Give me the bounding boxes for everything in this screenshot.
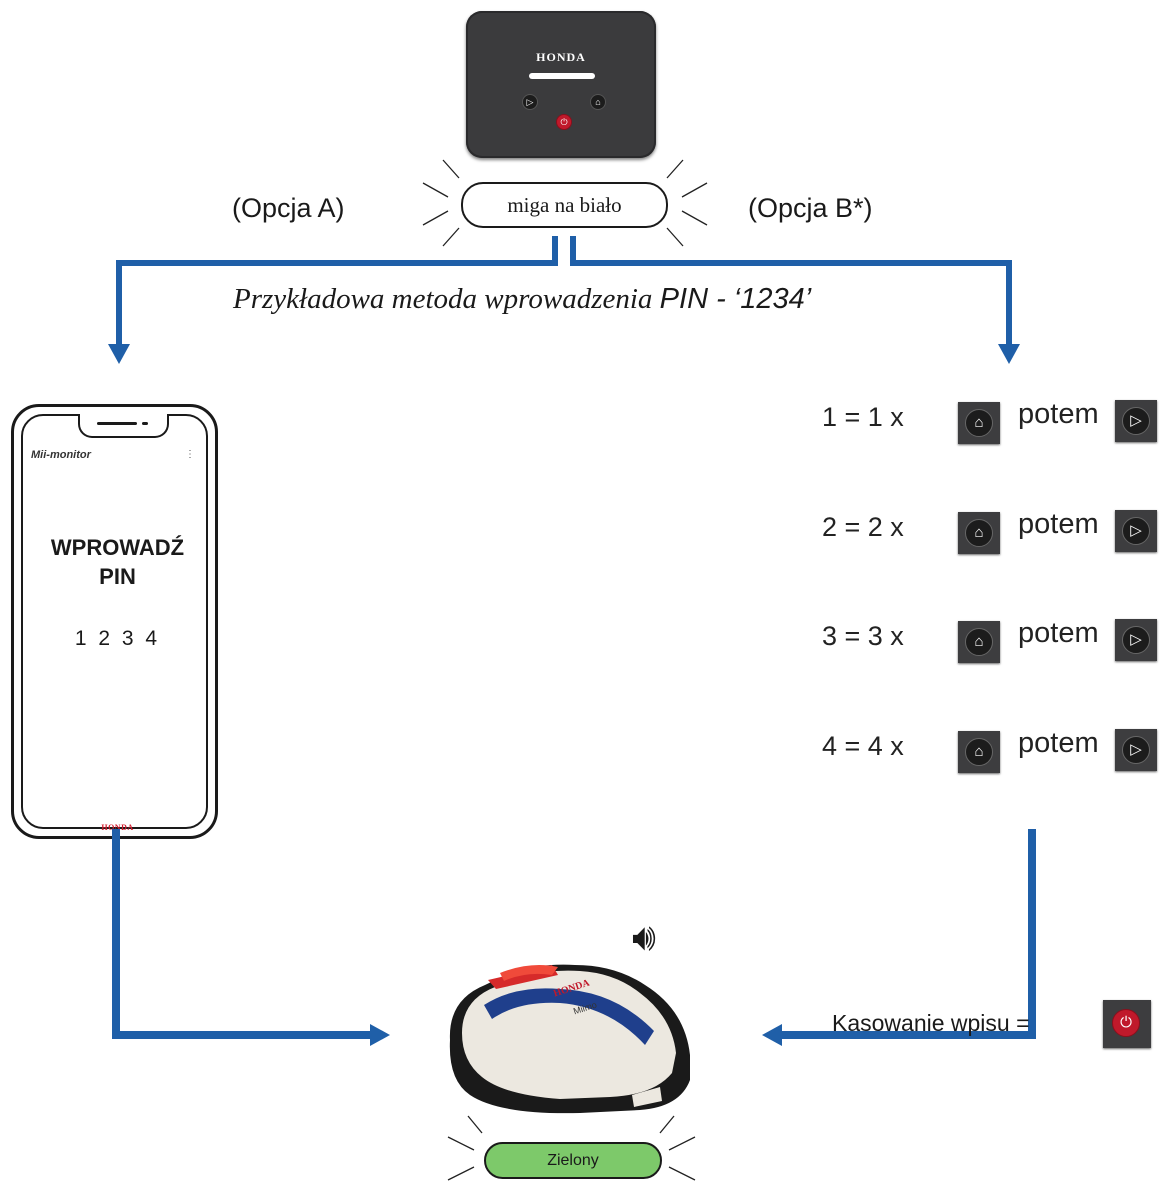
step-4-label: 4 = 4 x bbox=[822, 731, 904, 761]
enter-pin-heading: WPROWADŹ PIN bbox=[21, 533, 214, 591]
connector-right-down bbox=[1006, 260, 1012, 350]
home-icon: ⌂ bbox=[965, 738, 993, 766]
play-button[interactable]: ▷ bbox=[1115, 729, 1157, 771]
home-button[interactable]: ⌂ bbox=[958, 731, 1000, 773]
option-b-label: (Opcja B*) bbox=[748, 193, 873, 223]
phone-brand-logo: HONDA bbox=[101, 823, 134, 832]
home-icon[interactable]: ⌂ bbox=[590, 94, 606, 110]
phone-speaker bbox=[97, 422, 137, 425]
connector-right-horizontal bbox=[570, 260, 1012, 266]
panel-brand-logo: HONDA bbox=[536, 50, 586, 64]
connector-phone-down bbox=[112, 829, 120, 1039]
home-button[interactable]: ⌂ bbox=[958, 512, 1000, 554]
panel-status-light bbox=[529, 73, 595, 79]
connector-left-down bbox=[116, 260, 122, 350]
control-panel: HONDA ▷ ⌂ ⏻ bbox=[466, 11, 656, 158]
step-2-label: 2 = 2 x bbox=[822, 512, 904, 542]
play-button[interactable]: ▷ bbox=[1115, 400, 1157, 442]
method-pin: PIN - ‘1234’ bbox=[659, 283, 812, 315]
status-flashing-white: miga na biało bbox=[461, 182, 668, 228]
enter-pin-line1: WPROWADŹ bbox=[50, 535, 185, 560]
arrowhead-down-icon bbox=[108, 344, 130, 364]
play-button[interactable]: ▷ bbox=[1115, 510, 1157, 552]
pin-digits[interactable]: 1 2 3 4 bbox=[74, 627, 161, 650]
method-text: Przykładowa metoda wprowadzenia bbox=[233, 283, 653, 315]
reset-label: Kasowanie wpisu = bbox=[832, 1010, 1030, 1036]
step-1-then: potem bbox=[1018, 398, 1099, 430]
kebab-menu-icon[interactable]: ⋮ bbox=[185, 449, 195, 460]
power-icon: ⏻ bbox=[1112, 1009, 1140, 1037]
home-icon: ⌂ bbox=[965, 409, 993, 437]
robotic-mower bbox=[449, 964, 690, 1114]
connector-steps-left bbox=[778, 1031, 1036, 1039]
step-1-label: 1 = 1 x bbox=[822, 402, 904, 432]
play-icon: ▷ bbox=[1122, 407, 1150, 435]
connector-phone-right bbox=[112, 1031, 374, 1039]
connector-left bbox=[552, 236, 558, 266]
step-2-then: potem bbox=[1018, 508, 1099, 540]
method-caption: Przykładowa metoda wprowadzenia PIN - ‘1… bbox=[233, 283, 953, 316]
app-name: Mii-monitor bbox=[31, 449, 91, 461]
home-icon: ⌂ bbox=[965, 628, 993, 656]
play-icon: ▷ bbox=[1122, 736, 1150, 764]
play-button[interactable]: ▷ bbox=[1115, 619, 1157, 661]
home-button[interactable]: ⌂ bbox=[958, 621, 1000, 663]
connector-steps-down bbox=[1028, 829, 1036, 1039]
status-green: Zielony bbox=[484, 1142, 662, 1179]
reset-power-button[interactable]: ⏻ bbox=[1103, 1000, 1151, 1048]
home-icon: ⌂ bbox=[965, 519, 993, 547]
step-4-then: potem bbox=[1018, 727, 1099, 759]
play-icon[interactable]: ▷ bbox=[522, 94, 538, 110]
phone-camera bbox=[142, 422, 148, 425]
step-3-label: 3 = 3 x bbox=[822, 621, 904, 651]
connector-right bbox=[570, 236, 576, 266]
arrowhead-down-icon bbox=[998, 344, 1020, 364]
phone-screen bbox=[21, 414, 208, 829]
play-icon: ▷ bbox=[1122, 626, 1150, 654]
home-button[interactable]: ⌂ bbox=[958, 402, 1000, 444]
option-a-label: (Opcja A) bbox=[232, 193, 345, 223]
arrowhead-right-icon bbox=[370, 1024, 390, 1046]
play-icon: ▷ bbox=[1122, 517, 1150, 545]
smartphone: Mii-monitor ⋮ WPROWADŹ PIN 1 2 3 4 HONDA bbox=[11, 404, 218, 839]
enter-pin-line2: PIN bbox=[99, 564, 136, 589]
arrowhead-left-icon bbox=[762, 1024, 782, 1046]
connector-left-horizontal bbox=[116, 260, 558, 266]
step-3-then: potem bbox=[1018, 617, 1099, 649]
speaker-sound-icon: 🔊︎ bbox=[632, 917, 656, 959]
power-icon[interactable]: ⏻ bbox=[556, 114, 572, 130]
phone-notch bbox=[78, 414, 169, 438]
